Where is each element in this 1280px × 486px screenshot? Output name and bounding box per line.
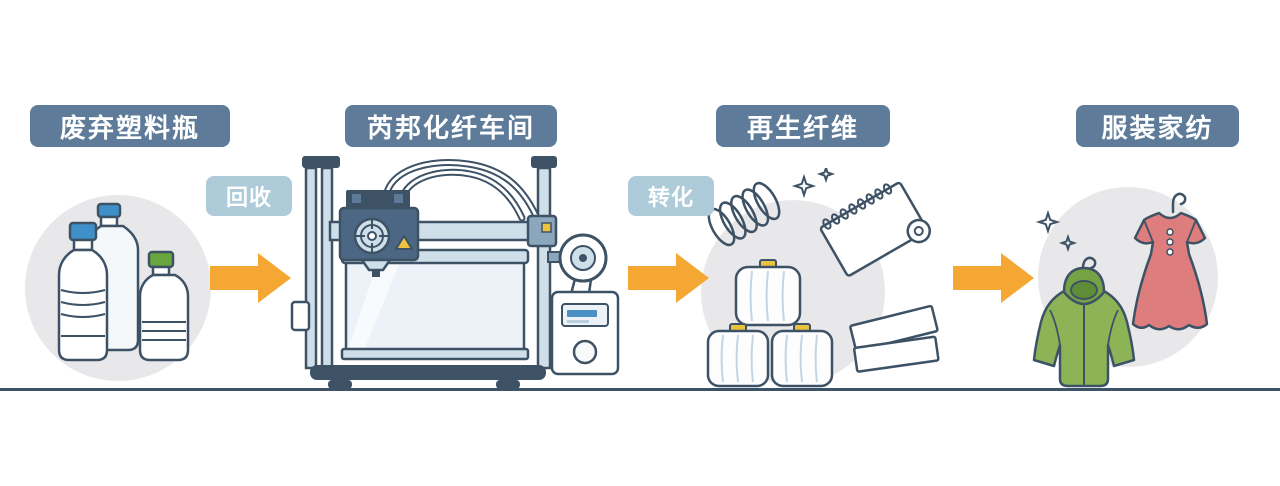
nozzle [359,258,393,272]
sparkle-icon [816,168,836,184]
stage-label-fiber-workshop: 芮邦化纤车间 [345,105,557,147]
control-knob [572,339,598,365]
bottle-large [57,221,109,362]
bottle-cap [147,250,175,269]
flow-arrow-convert [628,253,709,303]
machine-tubes [382,159,540,222]
machine-pulley [547,233,608,295]
hanger-hook-icon [1171,192,1187,214]
bottle-cap [68,221,98,242]
spool [734,259,802,327]
spool [770,323,834,388]
sparkle-icon [1058,233,1078,253]
hanger-hook-icon [1081,256,1097,279]
flow-label-convert: 转化 [628,176,714,216]
warning-triangle-icon [395,235,413,250]
machine-side-box [290,300,311,332]
plastic-bottles-icon [25,195,211,381]
clothing-textiles-icon [1032,187,1218,388]
machine-base [310,365,546,389]
fiber-sheets [849,304,940,373]
bottle-cap [96,202,122,219]
dress [1131,192,1209,331]
sparkle-icon [791,173,817,199]
machine-bed [340,248,530,361]
stage-label-recycled-fiber: 再生纤维 [716,105,890,147]
bottle-small [138,250,190,362]
fiber-sheet-roll [819,181,931,277]
machine-print-head [338,190,420,277]
sparkle-icon [1035,209,1061,235]
spool [706,323,770,388]
fiber-coil [707,181,781,247]
stage-label-waste-plastic-bottles: 废弃塑料瓶 [30,105,230,147]
flow-arrow-to-clothing [953,253,1034,303]
jacket [1032,256,1136,388]
stage-label-clothing-textiles: 服装家纺 [1076,105,1239,147]
ground-line [0,388,1280,391]
machine-control-box [550,290,620,376]
flow-arrow-recycle [210,253,291,303]
fiber-workshop-machine-icon [290,156,620,389]
flow-label-recycle: 回收 [206,176,292,216]
fiber-spools [706,259,834,388]
recycled-fiber-icon [701,168,940,388]
